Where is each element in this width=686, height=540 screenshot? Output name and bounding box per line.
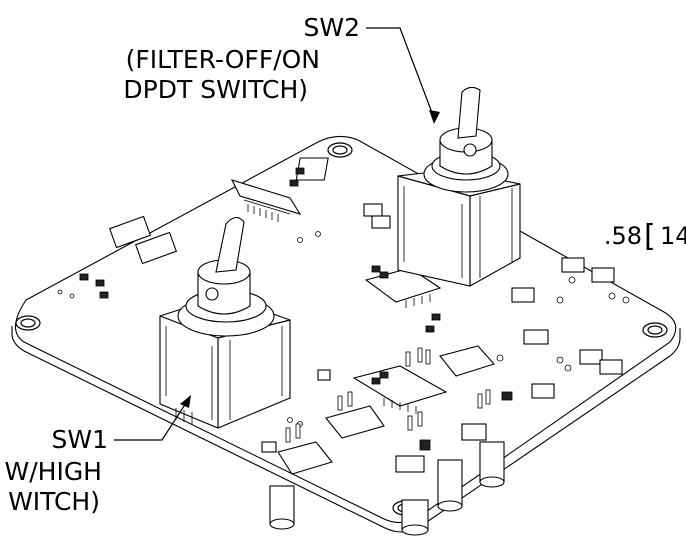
sw2-description-line1: (FILTER-OFF/ON [126, 45, 320, 74]
header-connector [230, 179, 302, 215]
sw1-description-line1: W/HIGH [5, 457, 103, 486]
mounting-hole [15, 315, 41, 331]
sw1-callout: SW1 W/HIGH WITCH) [5, 425, 109, 516]
dimension-bracket: [ [644, 219, 656, 254]
dip-package [134, 231, 178, 265]
sw1-leader-line [114, 395, 191, 441]
smd-pad [461, 423, 487, 441]
smd-pad [395, 455, 425, 473]
sw2-leader-line [366, 27, 440, 124]
toggle-switch-sw2 [397, 86, 521, 287]
smd-components [57, 157, 630, 475]
ic-chip [352, 365, 448, 407]
smd-pad [371, 215, 391, 229]
smd-pad [363, 203, 383, 217]
smd-pad [511, 287, 535, 303]
dimension-value: .58 [604, 222, 642, 250]
sw2-label: SW2 [304, 13, 361, 42]
sw2-callout: SW2 (FILTER-OFF/ON DPDT SWITCH) [123, 13, 360, 104]
toggle-switch-sw1 [159, 216, 291, 429]
smd-pad [531, 383, 555, 399]
smd-pad [591, 267, 615, 283]
sw1-label: SW1 [52, 425, 109, 454]
smd-pad [261, 441, 277, 453]
mounting-hole [327, 142, 353, 158]
smd-pad [599, 359, 623, 375]
regulator [277, 441, 333, 475]
dip-package [108, 215, 152, 249]
mounting-hole [642, 322, 668, 338]
sw2-description-line2: DPDT SWITCH) [123, 75, 308, 104]
smd-pad [523, 329, 549, 345]
sw1-description-line2: WITCH) [8, 487, 100, 516]
regulator [325, 405, 385, 439]
pcb-board [11, 135, 681, 533]
standoffs [269, 441, 505, 536]
dimension-metric-value: 14 [660, 222, 686, 250]
smd-pad [561, 257, 585, 273]
smd-pad [579, 349, 603, 365]
regulator [439, 345, 495, 377]
smd-pad [317, 369, 331, 381]
dimension-callout: .58 [ 14 [604, 219, 686, 254]
